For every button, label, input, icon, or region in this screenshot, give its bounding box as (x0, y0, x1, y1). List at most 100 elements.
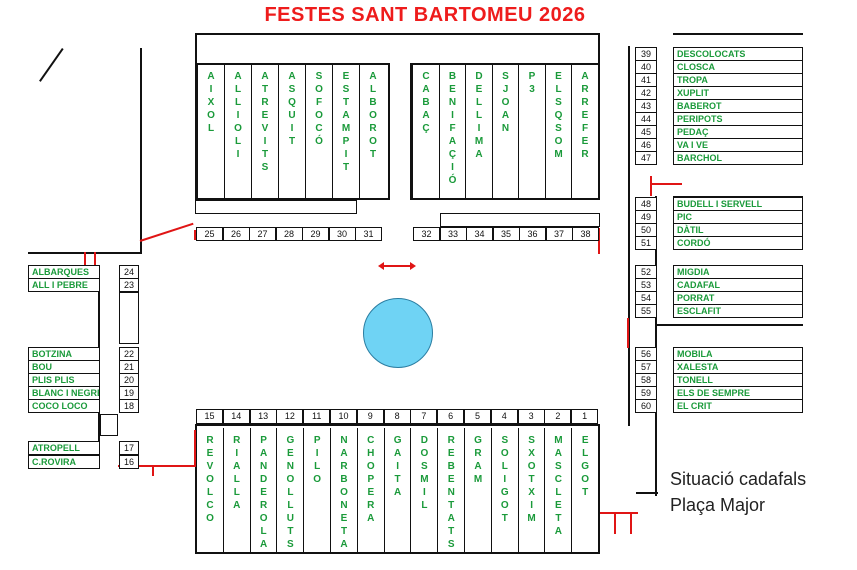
right-column-frame (628, 46, 630, 426)
stall-tr-5-label: P 3 (528, 71, 536, 95)
caption-line-2: Plaça Major (670, 495, 766, 515)
stall-tl-5: S O F O C Ó (305, 64, 332, 199)
stall-bottom-8-label: G A I T A (393, 435, 402, 498)
stall-number: 13 (249, 409, 277, 424)
stall-name-label: PLIS PLIS (28, 373, 100, 387)
stall-tr-5: P 3 (518, 64, 545, 199)
stall-name-label: ALL I PEBRE (28, 278, 100, 292)
stall-name-label: ATROPELL (28, 441, 100, 455)
stall-tl-1: A I X O L (197, 64, 224, 199)
stall-tr-3-label: D E L L I M A (474, 71, 484, 160)
arrow-bottom-left-v2 (152, 466, 154, 476)
stall-bottom-7: C H O P E R A (356, 428, 384, 552)
stall-tr-7-label: A R R E F E R (581, 71, 589, 160)
arrow-left-entry-v (194, 230, 196, 240)
stall-name-label: VA I VE (673, 138, 803, 152)
stall-tl-4: A S Q U I T (278, 64, 305, 199)
right-road-top (673, 33, 803, 35)
stall-bottom-14-label: M A S C L E T A (554, 435, 563, 537)
road-bottom-right (636, 492, 658, 494)
stall-number: 7 (410, 409, 438, 424)
stall-name-label: XALESTA (673, 360, 803, 374)
stall-bottom-1: R E V O L C O (196, 428, 223, 552)
left-column-bar-1 (119, 292, 139, 344)
stall-number: 11 (303, 409, 331, 424)
stall-tl-4-label: A S Q U I T (288, 71, 296, 147)
stall-bottom-15: E L G O T (571, 428, 598, 552)
stall-number: 8 (383, 409, 411, 424)
arrow-bottom-left-v (194, 430, 196, 466)
stall-number: 35 (492, 227, 520, 241)
stall-tr-2: B E N I F A Ç I Ó (438, 64, 466, 199)
stall-name-label: COCO LOCO (28, 399, 100, 413)
stall-tr-1: C A B A Ç (412, 64, 439, 199)
stall-number: 53 (635, 278, 657, 292)
stall-bottom-12: S O L I G O T (490, 428, 518, 552)
stall-tl-2-label: A L L I O L I (234, 71, 242, 160)
stall-number: 20 (119, 373, 139, 387)
stall-bottom-6-label: N A R B O N E T A (340, 435, 348, 550)
stall-bottom-7-label: C H O P E R A (366, 435, 375, 524)
right-column-frame-outer (655, 196, 657, 496)
stall-number: 14 (222, 409, 250, 424)
stall-number: 33 (439, 227, 467, 241)
stall-tr-4-label: S J O A N (501, 71, 510, 134)
stall-name-label: BUDELL I SERVELL (673, 197, 803, 211)
stall-bottom-2-label: R I A L L A (233, 435, 241, 511)
right-road-low (655, 324, 803, 326)
walkway-top-left (195, 200, 357, 214)
stall-tl-7: A L B O R O T (359, 64, 386, 199)
stall-number: 6 (437, 409, 465, 424)
arrow-bottom-left (118, 465, 196, 467)
stall-name-label: BOTZINA (28, 347, 100, 361)
stall-name-label: ELS DE SEMPRE (673, 386, 803, 400)
stall-number: 25 (196, 227, 223, 241)
stall-tl-5-label: S O F O C Ó (315, 71, 323, 147)
stall-name-label: TROPA (673, 73, 803, 87)
stall-tl-2: A L L I O L I (224, 64, 251, 199)
stall-bottom-4: G E N O L L U T S (276, 428, 303, 552)
arrow-bottom-right (600, 512, 638, 514)
stall-name-label: BOU (28, 360, 100, 374)
stall-name-label: TONELL (673, 373, 803, 387)
stall-tr-6-label: E L S Q S O M (554, 71, 563, 160)
stall-name-label: PORRAT (673, 291, 803, 305)
stall-number: 54 (635, 291, 657, 305)
stall-number: 51 (635, 236, 657, 250)
stall-tr-1-label: C A B A Ç (422, 71, 430, 134)
stall-name-label: DESCOLOCATS (673, 47, 803, 61)
stall-number: 36 (519, 227, 546, 241)
stall-bottom-10-label: R E B E N T A T S (447, 435, 455, 550)
stall-name-label: MIGDIA (673, 265, 803, 279)
stall-tr-6: E L S Q S O M (544, 64, 572, 199)
arrow-plaza-head (410, 262, 416, 270)
stall-number: 59 (635, 386, 657, 400)
arrow-right-mid-v (650, 176, 652, 196)
stall-bottom-3-label: P A N D E R O L A (259, 435, 268, 550)
stall-number: 57 (635, 360, 657, 374)
stall-bottom-9: D O S M I L (410, 428, 437, 552)
stall-number: 9 (356, 409, 384, 424)
map-title: FESTES SANT BARTOMEU 2026 (264, 4, 586, 26)
stall-number: 47 (635, 151, 657, 165)
stall-number: 4 (490, 409, 518, 424)
stall-number: 60 (635, 399, 657, 413)
stall-name-label: ESCLAFIT (673, 304, 803, 318)
stall-number: 28 (275, 227, 303, 241)
stall-number: 45 (635, 125, 657, 139)
stall-bottom-5: P I L O (303, 428, 330, 552)
arrow-left-entry (139, 222, 194, 242)
stall-number: 27 (249, 227, 276, 241)
stall-name-label: EL CRIT (673, 399, 803, 413)
stall-number: 30 (328, 227, 356, 241)
stall-number: 1 (571, 409, 599, 424)
stall-name-label: PIC (673, 210, 803, 224)
stall-number: 58 (635, 373, 657, 387)
stall-bottom-9-label: D O S M I L (420, 435, 429, 511)
stall-name-label: CORDÓ (673, 236, 803, 250)
stall-number: 32 (413, 227, 440, 241)
stalls-top-left (195, 63, 390, 200)
stall-name-label: PERIPOTS (673, 112, 803, 126)
stall-tl-7-label: A L B O R O T (369, 71, 377, 160)
stall-number: 48 (635, 197, 657, 211)
